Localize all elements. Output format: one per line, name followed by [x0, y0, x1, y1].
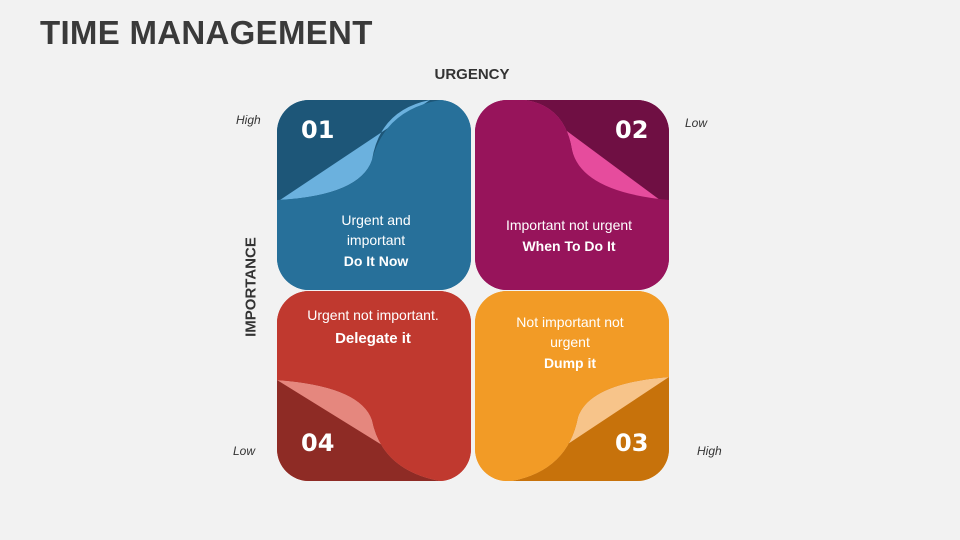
quadrant-01-text: Urgent and important Do It Now: [279, 210, 473, 271]
scale-label-bottom-right: High: [697, 444, 722, 458]
quadrant-01-number: 01: [301, 116, 335, 144]
urgency-axis-label: URGENCY: [434, 66, 510, 83]
quadrant-03-text: Not important not urgent Dump it: [473, 312, 667, 373]
quadrant-04-action: Delegate it: [335, 330, 411, 347]
quadrant-03-number: 03: [615, 429, 649, 457]
quadrant-02-text: Important not urgent When To Do It: [472, 215, 666, 256]
quadrant-02: [475, 100, 669, 290]
quadrant-02-action: When To Do It: [522, 238, 616, 254]
quadrant-04-number: 04: [301, 429, 335, 457]
quadrant-04-text: Urgent not important. Delegate it: [276, 305, 470, 349]
quadrant-03-action: Dump it: [543, 355, 597, 371]
scale-label-bottom-left: Low: [233, 444, 256, 458]
scale-label-top-right: Low: [685, 116, 708, 130]
scale-label-top-left: High: [236, 113, 261, 127]
quadrant-03: [475, 291, 669, 481]
quadrant-01: [277, 100, 471, 290]
quadrant-01-action: Do It Now: [343, 253, 409, 269]
quadrant-04-description: Urgent not important.: [307, 307, 439, 323]
quadrant-04: [277, 291, 471, 481]
quadrant-03-description: Not important not urgent: [516, 314, 624, 350]
quadrant-02-number: 02: [615, 116, 649, 144]
page-title: TIME MANAGEMENT: [40, 14, 373, 51]
quadrant-02-description: Important not urgent: [505, 217, 633, 233]
quadrant-01-description: Urgent and important: [341, 212, 411, 248]
